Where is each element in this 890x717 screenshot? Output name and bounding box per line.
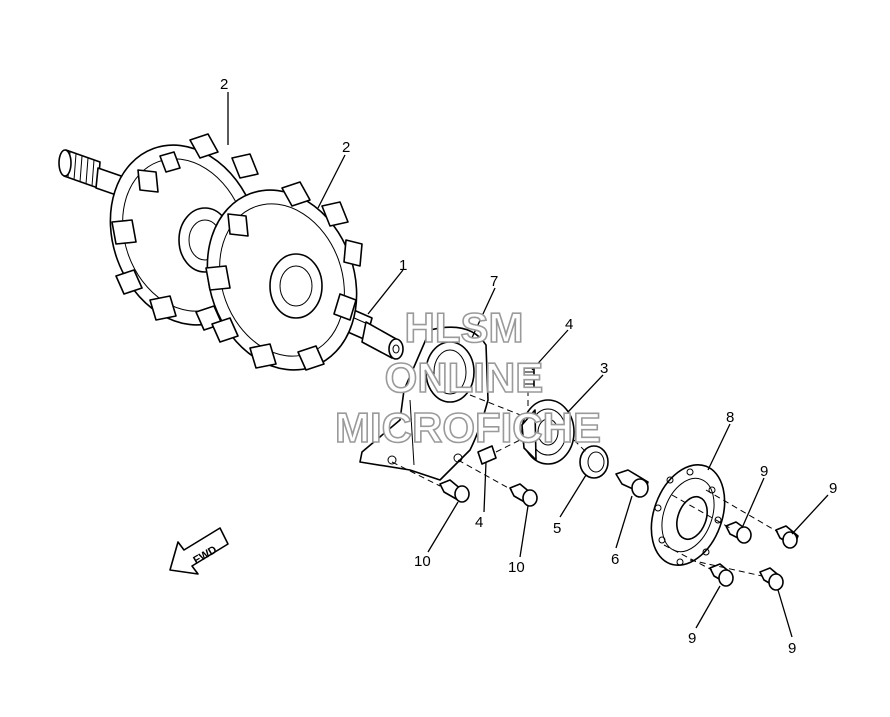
callout-9-a: 9 <box>760 463 768 480</box>
bolt-6 <box>615 469 649 498</box>
sprocket-right <box>205 181 363 371</box>
set-screws <box>477 367 535 465</box>
watermark-line-2: ONLINE <box>385 354 544 401</box>
callout-1: 1 <box>399 257 407 274</box>
collar <box>579 445 609 479</box>
callout-9-c: 9 <box>688 630 696 647</box>
watermark-line-1: HLSM <box>405 304 524 351</box>
callout-9-b: 9 <box>829 480 837 497</box>
leader-lines <box>227 92 829 638</box>
callout-9-d: 9 <box>788 640 796 657</box>
watermark: HLSM ONLINE MICROFICHE <box>334 303 602 452</box>
callout-5: 5 <box>553 520 561 537</box>
callout-2-left: 2 <box>220 76 228 93</box>
callout-8: 8 <box>726 409 734 426</box>
flange-cover <box>650 463 726 567</box>
assembly-lines <box>391 390 779 577</box>
callout-2-right: 2 <box>342 139 350 156</box>
callout-10-b: 10 <box>508 559 525 576</box>
callout-3: 3 <box>600 360 608 377</box>
flange-bolts <box>709 521 799 591</box>
callout-6: 6 <box>611 551 619 568</box>
callout-7: 7 <box>490 273 498 290</box>
callout-numbers: 1 2 2 3 4 4 5 6 7 8 9 9 9 9 10 10 <box>220 76 837 657</box>
bracket-bolts <box>439 479 538 507</box>
callout-10-a: 10 <box>414 553 431 570</box>
callout-4-top: 4 <box>565 316 573 333</box>
bearing <box>521 399 575 465</box>
bearing-housing <box>359 326 489 481</box>
watermark-line-3: MICROFICHE <box>335 404 601 451</box>
callout-4-bottom: 4 <box>475 514 483 531</box>
fwd-arrow: FWD <box>169 527 229 575</box>
